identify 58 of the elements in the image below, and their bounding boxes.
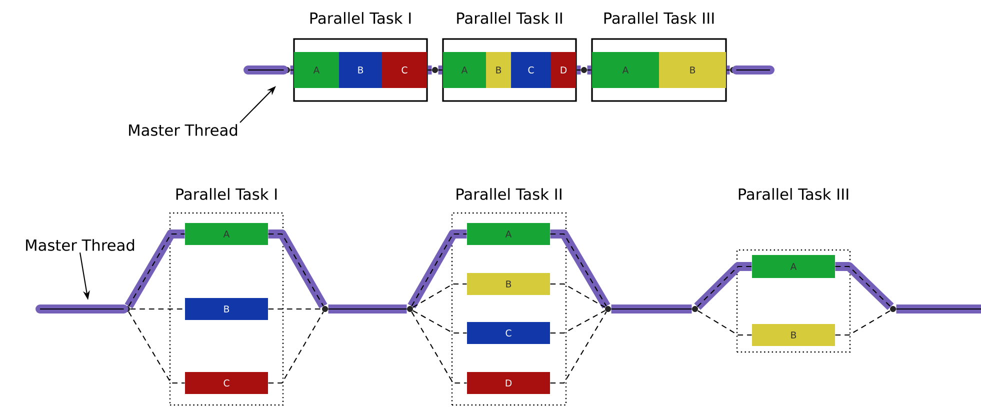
task-group-box	[451, 212, 567, 406]
task-segment: B	[486, 52, 511, 88]
fork-line	[412, 283, 467, 308]
join-line	[268, 308, 322, 310]
task-bar: D	[467, 372, 550, 394]
fork-line	[130, 308, 185, 310]
task-bar: B	[752, 324, 835, 346]
task-segment: A	[443, 52, 486, 88]
task-segment: C	[382, 52, 427, 88]
task-heading: Parallel Task I	[310, 12, 411, 24]
thread-line	[576, 66, 581, 74]
thread-line	[290, 66, 294, 74]
task-heading: Parallel Task I	[176, 188, 277, 200]
join-line	[550, 283, 606, 308]
thread-line	[726, 66, 730, 74]
task-segment: D	[551, 52, 576, 88]
fork-line	[412, 310, 467, 334]
task-segment: B	[339, 52, 382, 88]
task-bar: B	[467, 273, 550, 295]
task-heading: Parallel Task II	[457, 12, 562, 24]
task-bar: A	[752, 255, 835, 278]
task-bar: B	[185, 298, 268, 320]
task-group-box	[736, 249, 851, 353]
join-line	[268, 312, 324, 384]
task-group-box	[169, 212, 284, 406]
thread-label: Master Thread	[26, 239, 134, 251]
task-segment: B	[659, 52, 726, 88]
task-bar: A	[185, 223, 268, 245]
task-bar: C	[185, 372, 268, 394]
task-bar: C	[467, 322, 550, 344]
thread-line	[328, 304, 407, 314]
join-line	[835, 310, 890, 336]
thread-line	[438, 66, 442, 74]
fork-line	[698, 310, 752, 336]
thread-path	[268, 230, 328, 308]
task-heading: Parallel Task III	[738, 188, 848, 200]
thread-line	[428, 66, 432, 74]
thread-path	[408, 230, 467, 308]
task-box	[442, 38, 577, 102]
join-line	[550, 312, 607, 384]
thread-path	[550, 230, 610, 308]
thread-path	[835, 262, 894, 310]
thread-path	[694, 262, 752, 310]
thread-path	[124, 230, 185, 308]
fork-line	[411, 312, 467, 384]
thread-label: Master Thread	[129, 124, 238, 136]
task-box	[293, 38, 428, 102]
thread-line	[587, 66, 592, 74]
join-line	[550, 310, 606, 334]
fork-line	[128, 312, 185, 384]
task-box	[591, 38, 727, 102]
task-heading: Parallel Task II	[456, 188, 562, 200]
task-segment: A	[294, 52, 339, 88]
task-bar: A	[467, 223, 550, 245]
task-segment: C	[511, 52, 551, 88]
task-heading: Parallel Task III	[604, 12, 714, 24]
task-segment: A	[592, 52, 659, 88]
thread-line	[611, 304, 692, 314]
